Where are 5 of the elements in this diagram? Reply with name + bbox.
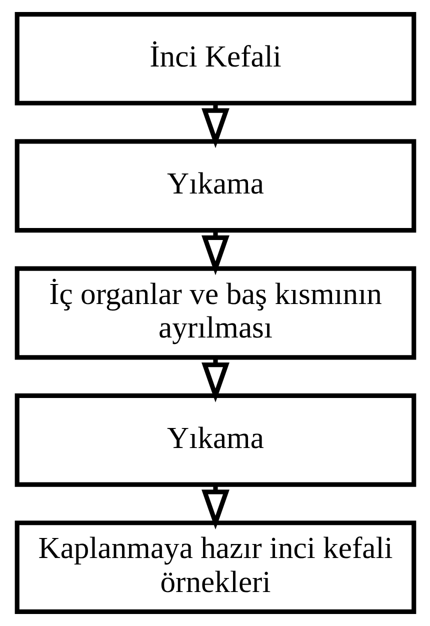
node-box: Kaplanmaya hazır inci kefali örnekleri <box>14 520 416 614</box>
node-box: İnci Kefali <box>14 12 416 106</box>
node-box: İç organlar ve baş kısmının ayrılması <box>14 266 416 360</box>
node-box: Yıkama <box>14 139 416 233</box>
node-box: Yıkama <box>14 393 416 487</box>
